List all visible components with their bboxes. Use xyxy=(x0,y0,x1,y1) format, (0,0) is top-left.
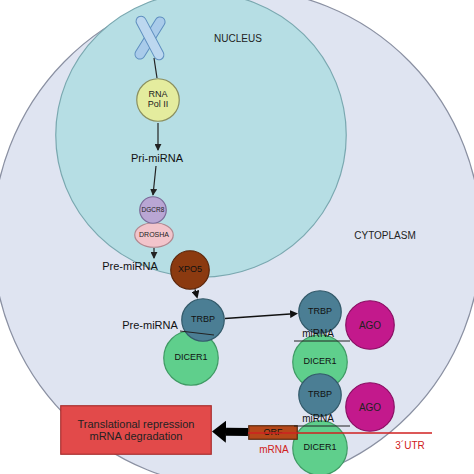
process-arrow xyxy=(153,166,156,195)
node-label: RNA Pol II xyxy=(142,90,174,110)
node-label: AGO xyxy=(359,320,381,331)
chromatid xyxy=(133,15,167,61)
pre-mirna-strand xyxy=(180,331,214,335)
shape-fill xyxy=(164,331,219,386)
node-label: ORF xyxy=(264,428,283,438)
protein-circle: DICER1 xyxy=(292,420,348,474)
shape-fill xyxy=(61,406,212,455)
shape-fill xyxy=(299,291,342,334)
chromatid xyxy=(134,14,165,61)
node-label: CYTOPLASM xyxy=(354,230,416,241)
mirna-strand xyxy=(294,426,350,427)
shape-outline xyxy=(55,0,347,278)
node-label: DICER1 xyxy=(303,443,336,453)
shape-fill xyxy=(249,426,298,440)
node-label: AGO xyxy=(359,402,381,413)
shape-fill xyxy=(293,421,348,474)
shape-fill xyxy=(171,251,210,290)
node-label: DICER1 xyxy=(303,357,336,367)
enzyme-circle: RNA Pol II xyxy=(136,78,180,122)
shape-fill xyxy=(140,197,167,224)
protein-circle: TRBP xyxy=(298,373,342,417)
node-label: TRBP xyxy=(191,315,215,325)
node-label: XPO5 xyxy=(178,265,202,275)
chromosome-icon xyxy=(133,14,167,61)
outcome-box: Translational repression mRNA degradatio… xyxy=(60,405,212,455)
shape-fill xyxy=(299,374,342,417)
node-label: Translational repression mRNA degradatio… xyxy=(67,418,205,442)
protein-circle: AGO xyxy=(345,382,395,432)
arrow-connector xyxy=(194,289,196,291)
transcription-line xyxy=(154,58,157,78)
exportin-circle: XPO5 xyxy=(170,250,210,290)
node-label: DGCR8 xyxy=(142,206,165,213)
shape-fill xyxy=(346,301,395,350)
shape-fill xyxy=(135,223,174,248)
protein-circle: AGO xyxy=(345,300,395,350)
protein-circle: DGCR8 xyxy=(139,196,167,224)
node-label: DICER1 xyxy=(174,353,207,363)
process-arrow xyxy=(157,123,158,150)
process-arrow xyxy=(153,248,154,258)
node-label: NUCLEUS xyxy=(214,33,262,44)
arrow-connector xyxy=(225,314,290,318)
mirna-strand xyxy=(294,341,350,342)
node-label: TRBP xyxy=(308,390,332,400)
shape-fill xyxy=(56,0,347,277)
protein-circle: TRBP xyxy=(181,298,225,342)
protein-circle: DROSHA xyxy=(134,222,174,248)
orf-box: ORF xyxy=(248,425,298,440)
node-label: DROSHA xyxy=(139,231,169,239)
protein-circle: TRBP xyxy=(298,290,342,334)
shape-fill xyxy=(346,383,395,432)
molecule-label: 3´UTR xyxy=(395,440,424,451)
shape-fill xyxy=(182,299,225,342)
node-label: TRBP xyxy=(308,307,332,317)
shape-fill xyxy=(137,79,180,122)
arrow-connector xyxy=(226,428,248,436)
mrna-strand xyxy=(238,432,432,434)
nucleus-circle: NUCLEUS RNA Pol II DGCR8DROSHA XPO5 xyxy=(55,0,347,278)
